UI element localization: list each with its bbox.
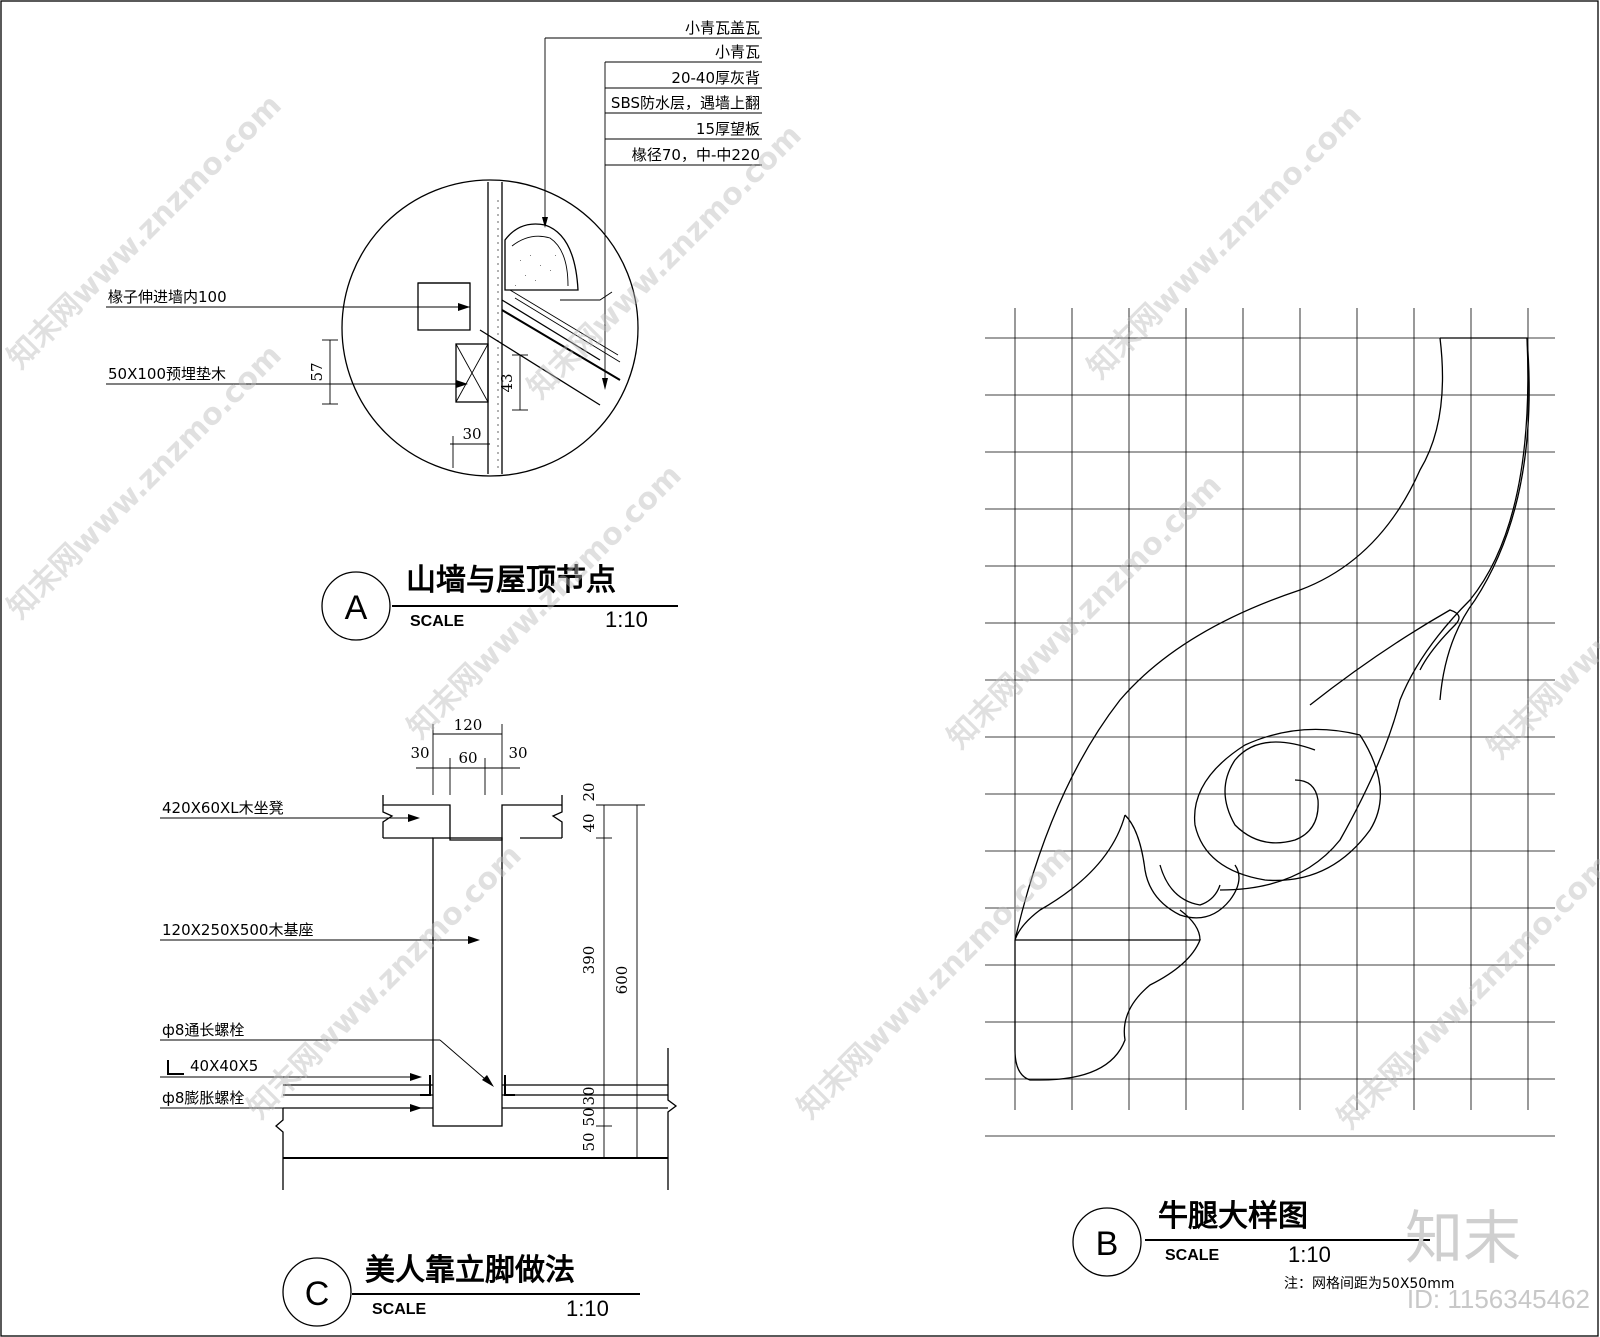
watermark-layer: 知末网www.znzmo.com 知末网www.znzmo.com 知末网www…	[1, 88, 1600, 1314]
layer-label-3: 20-40厚灰背	[671, 69, 760, 87]
watermark-id: ID: 1156345462	[1407, 1284, 1590, 1314]
detail-circle	[341, 179, 639, 477]
dim-50-b: 50	[580, 1132, 598, 1151]
layer-callout-stack: 小青瓦盖瓦 小青瓦 20-40厚灰背 SBS防水层，遇墙上翻 15厚望板 椽径7…	[542, 19, 762, 390]
watermark-text-7: 知末网www.znzmo.com	[1481, 478, 1600, 766]
wood-post	[432, 837, 503, 1127]
detail-marker-a-letter: A	[345, 589, 368, 627]
bracket-grid	[985, 308, 1555, 1137]
watermark-text-10: 知末网www.znzmo.com	[1331, 848, 1600, 1136]
dim-30-right: 30	[508, 744, 527, 762]
base-label: 120X250X500木基座	[162, 921, 313, 939]
detail-c-scale-label: SCALE	[372, 1301, 427, 1318]
detail-marker-b-letter: B	[1096, 1225, 1119, 1263]
detail-b-scale-label: SCALE	[1165, 1247, 1220, 1264]
detail-a-scale-label: SCALE	[410, 613, 465, 630]
dim-390: 390	[580, 946, 598, 975]
dim-60: 60	[458, 749, 477, 767]
dim-43: 43	[498, 373, 516, 392]
layer-label-4: SBS防水层，遇墙上翻	[611, 94, 760, 112]
detail-c-scale-value: 1:10	[566, 1296, 609, 1321]
dim-40: 40	[580, 813, 598, 832]
detail-a-scale-value: 1:10	[605, 607, 648, 632]
rafter-label: 椽子伸进墙内100	[108, 288, 227, 306]
detail-b: B 牛腿大样图 SCALE 1:10 注：网格间距为50X50mm	[985, 308, 1555, 1292]
bracket-leaf	[1014, 814, 1240, 941]
block-label: 50X100预埋垫木	[108, 365, 226, 383]
layer-label-6: 椽径70，中-中220	[632, 146, 760, 164]
detail-marker-b	[1072, 1207, 1142, 1277]
bolt-label: ф8通长螺栓	[162, 1021, 244, 1039]
bracket-outline	[1014, 337, 1529, 941]
watermark-text-9: 知末网www.znzmo.com	[791, 838, 1079, 1126]
detail-marker-c	[282, 1257, 352, 1327]
detail-marker-c-letter: C	[305, 1275, 330, 1313]
watermark-logo: 知末	[1405, 1204, 1521, 1272]
bracket-scroll	[1193, 728, 1381, 882]
detail-b-title: 牛腿大样图	[1158, 1199, 1308, 1234]
detail-marker-a	[321, 571, 391, 641]
seat-label: 420X60XL木坐凳	[162, 799, 284, 817]
dim-30-left: 30	[410, 744, 429, 762]
watermark-text-3: 知末网www.znzmo.com	[1081, 98, 1369, 386]
detail-a: 小青瓦盖瓦 小青瓦 20-40厚灰背 SBS防水层，遇墙上翻 15厚望板 椽径7…	[106, 19, 762, 641]
dim-600: 600	[613, 966, 631, 995]
layer-label-1: 小青瓦盖瓦	[685, 19, 760, 37]
layer-label-5: 15厚望板	[696, 120, 760, 138]
dim-30-c: 30	[580, 1086, 598, 1105]
watermark-text-6: 知末网www.znzmo.com	[941, 468, 1229, 756]
exp-bolt-label: ф8膨胀螺栓	[162, 1089, 244, 1107]
detail-a-title: 山墙与屋顶节点	[406, 563, 616, 598]
dim-50-a: 50	[580, 1107, 598, 1126]
detail-c: 120 30 60 30 420X60XL木坐凳 120X250X500木基座 …	[160, 716, 678, 1327]
layer-label-2: 小青瓦	[715, 43, 760, 61]
dim-20: 20	[580, 782, 598, 801]
detail-c-title: 美人靠立脚做法	[365, 1253, 575, 1288]
watermark-text-5: 知末网www.znzmo.com	[401, 458, 689, 746]
angle-label: 40X40X5	[190, 1057, 258, 1075]
watermark-text-8: 知末网www.znzmo.com	[241, 838, 529, 1126]
grid-note: 注：网格间距为50X50mm	[1284, 1276, 1455, 1292]
dim-30-a: 30	[462, 425, 481, 443]
dim-57: 57	[308, 362, 326, 381]
detail-b-scale-value: 1:10	[1288, 1242, 1331, 1267]
dim-120: 120	[454, 716, 483, 734]
watermark-text-1: 知末网www.znzmo.com	[1, 88, 289, 376]
